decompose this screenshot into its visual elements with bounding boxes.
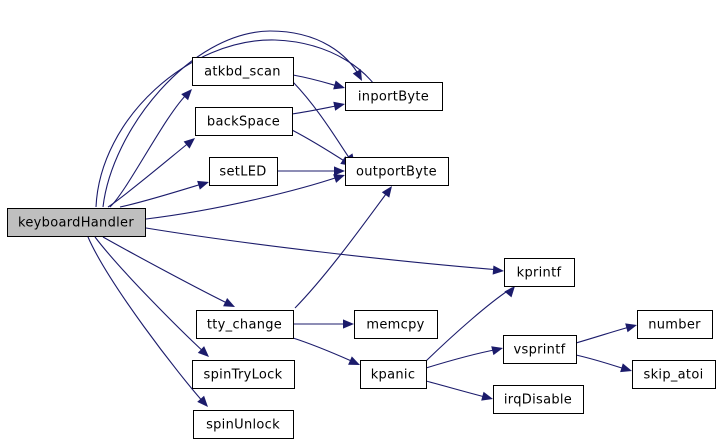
arrowhead-icon xyxy=(352,69,362,81)
edge-line xyxy=(575,354,629,371)
edge-line xyxy=(425,348,500,369)
node-box[interactable] xyxy=(354,310,438,339)
arrowhead-icon xyxy=(333,174,345,183)
edge-line xyxy=(145,227,501,271)
arrowhead-icon xyxy=(348,356,360,365)
node-atkbd_scan[interactable]: atkbd_scan xyxy=(192,57,294,86)
arrowhead-icon xyxy=(333,80,345,90)
edge-keyboardHandler-to-spinUnlock xyxy=(87,236,208,407)
edge-keyboardHandler-to-outportByte xyxy=(145,174,345,220)
node-box[interactable] xyxy=(504,258,575,287)
edge-line xyxy=(107,140,192,208)
edge-vsprintf-to-skip_atoi xyxy=(575,354,632,373)
node-box[interactable] xyxy=(360,360,427,389)
edge-kpanic-to-vsprintf xyxy=(425,346,503,369)
edge-line xyxy=(425,380,490,399)
arrowhead-icon xyxy=(197,395,208,407)
edge-setLED-to-outportByte xyxy=(277,166,345,176)
node-box[interactable] xyxy=(192,360,295,389)
arrowhead-icon xyxy=(381,186,392,198)
arrowhead-icon xyxy=(197,180,209,190)
node-memcpy[interactable]: memcpy xyxy=(354,310,438,339)
arrowhead-icon xyxy=(625,323,637,333)
node-outportByte[interactable]: outportByte xyxy=(345,157,449,186)
edge-line xyxy=(292,81,353,163)
edges-layer xyxy=(87,30,637,407)
edge-line xyxy=(109,92,189,208)
edge-line xyxy=(292,74,342,88)
edge-line xyxy=(291,104,342,115)
nodes-layer: keyboardHandler atkbd_scan inportByte backS… xyxy=(7,57,716,439)
edge-kpanic-to-irqDisable xyxy=(425,380,493,401)
node-box[interactable] xyxy=(7,208,146,237)
arrowhead-icon xyxy=(223,298,235,307)
node-tty_change[interactable]: tty_change xyxy=(196,310,294,339)
node-box[interactable] xyxy=(632,360,716,389)
arrowhead-icon xyxy=(333,101,345,111)
node-box[interactable] xyxy=(503,335,577,364)
node-keyboardHandler[interactable]: keyboardHandler xyxy=(7,208,146,237)
node-skip_atoi[interactable]: skip_atoi xyxy=(632,360,716,389)
node-box[interactable] xyxy=(637,310,713,339)
edge-line xyxy=(94,236,207,355)
node-box[interactable] xyxy=(196,310,294,339)
node-box[interactable] xyxy=(193,410,294,439)
edge-keyboardHandler-to-tty_change xyxy=(102,236,235,307)
node-box[interactable] xyxy=(192,57,294,86)
node-number[interactable]: number xyxy=(637,310,713,339)
node-box[interactable] xyxy=(493,385,584,414)
edge-tty_change-to-memcpy xyxy=(293,319,354,329)
arrowhead-icon xyxy=(492,265,504,275)
edge-keyboardHandler-to-backSpace xyxy=(107,138,195,208)
node-box[interactable] xyxy=(195,107,293,136)
edge-line xyxy=(291,129,350,165)
node-backSpace[interactable]: backSpace xyxy=(195,107,293,136)
edge-line xyxy=(119,182,206,208)
edge-tty_change-to-kpanic xyxy=(292,337,360,365)
edge-keyboardHandler-to-atkbd_scan xyxy=(109,89,192,208)
arrowhead-icon xyxy=(343,319,354,329)
edge-line xyxy=(575,325,634,344)
edge-line xyxy=(294,189,390,309)
edge-keyboardHandler-to-spinTryLock xyxy=(94,236,209,357)
node-box[interactable] xyxy=(209,157,278,186)
edge-line xyxy=(425,287,513,362)
edge-atkbd_scan-to-inportByte xyxy=(292,74,345,90)
arrowhead-icon xyxy=(620,363,632,373)
edge-vsprintf-to-number xyxy=(575,323,637,344)
node-spinUnlock[interactable]: spinUnlock xyxy=(193,410,294,439)
edge-keyboardHandler-to-setLED xyxy=(119,180,209,208)
edge-keyboardHandler-to-inportByte xyxy=(102,30,362,208)
node-spinTryLock[interactable]: spinTryLock xyxy=(192,360,295,389)
arrowhead-icon xyxy=(181,89,192,101)
node-kprintf[interactable]: kprintf xyxy=(504,258,575,287)
edge-backSpace-to-inportByte xyxy=(291,101,345,115)
arrowhead-icon xyxy=(183,138,195,149)
node-box[interactable] xyxy=(345,82,443,111)
node-setLED[interactable]: setLED xyxy=(209,157,278,186)
arrowhead-icon xyxy=(504,286,515,298)
arrowhead-icon xyxy=(197,346,209,357)
edge-line xyxy=(95,39,387,208)
node-box[interactable] xyxy=(345,157,449,186)
node-vsprintf[interactable]: vsprintf xyxy=(503,335,577,364)
arrowhead-icon xyxy=(491,346,503,356)
arrowhead-icon xyxy=(481,391,493,401)
node-irqDisable[interactable]: irqDisable xyxy=(493,385,584,414)
edge-line xyxy=(87,236,206,405)
arrowhead-icon xyxy=(334,166,345,176)
edge-line xyxy=(292,337,357,364)
edge-keyboardHandler-to-kprintf xyxy=(145,227,504,275)
edge-line xyxy=(102,30,361,208)
edge-line xyxy=(102,236,232,306)
edge-tty_change-to-outportByte xyxy=(294,186,392,309)
edge-kpanic-to-kprintf xyxy=(425,286,515,362)
edge-line xyxy=(145,175,342,220)
node-inportByte[interactable]: inportByte xyxy=(345,82,443,111)
node-kpanic[interactable]: kpanic xyxy=(360,360,427,389)
